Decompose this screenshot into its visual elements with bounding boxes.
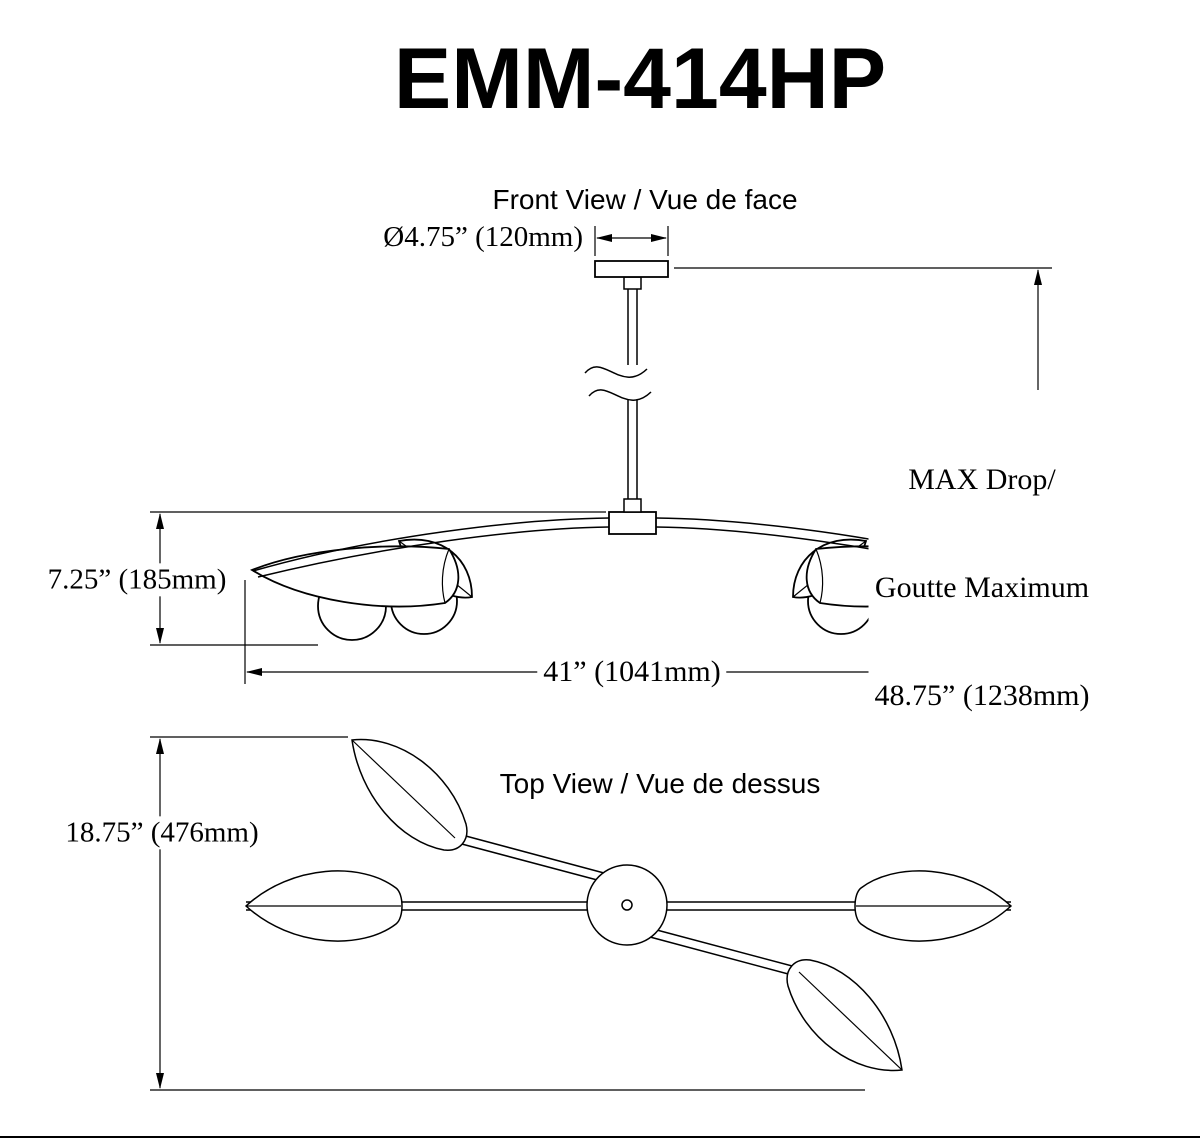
max-drop-line3: 48.75” (1238mm) — [874, 679, 1090, 712]
top-leaf-shades — [244, 738, 1013, 1072]
front-view-label: Front View / Vue de face — [492, 184, 798, 215]
dim-top-view-depth — [150, 736, 865, 1091]
front-stem — [623, 276, 642, 513]
stem-break-symbol — [584, 366, 652, 401]
max-drop-line2: Goutte Maximum — [874, 571, 1090, 604]
front-hub — [608, 511, 657, 535]
top-stem-center — [621, 899, 633, 911]
top-view-label: Top View / Vue de dessus — [499, 768, 821, 799]
front-inner-shades — [397, 538, 868, 599]
shade-height-value: 7.25” (185mm) — [41, 563, 233, 597]
top-view-depth-value: 18.75” (476mm) — [59, 816, 265, 850]
max-drop-value: MAX Drop/ Goutte Maximum 48.75” (1238mm) — [868, 390, 1096, 786]
model-number-title: EMM-414HP — [393, 31, 887, 127]
top-view-drawing — [244, 738, 1013, 1072]
top-diagonal-arms — [457, 834, 797, 976]
canopy-diameter-value: Ø4.75” (120mm) — [383, 221, 583, 253]
overall-width-value: 41” (1041mm) — [537, 654, 727, 690]
dim-canopy-diameter — [594, 226, 669, 256]
front-canopy — [594, 260, 669, 278]
max-drop-line1: MAX Drop/ — [908, 463, 1056, 496]
